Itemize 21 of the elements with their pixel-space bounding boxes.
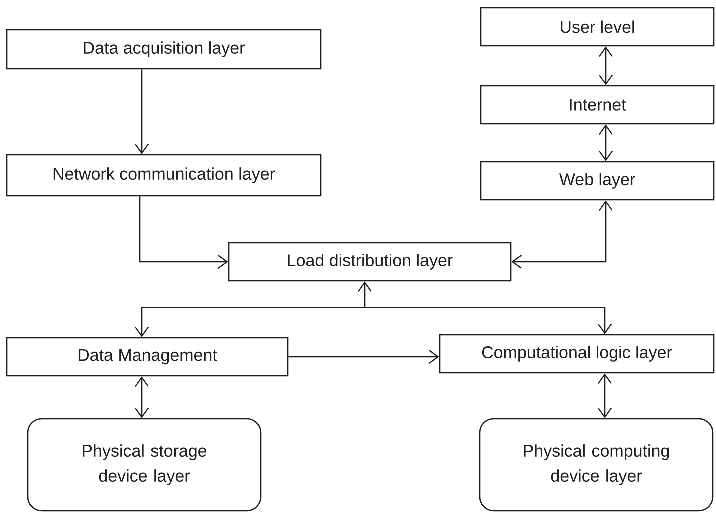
arrow [139,196,228,269]
connector-trunk [358,282,372,308]
double-headed-arrow [599,124,613,162]
double-headed-arrow [598,374,612,418]
process-box: Internet [480,85,715,125]
process-box: User level [480,7,715,47]
process-box: Load distribution layer [228,242,512,282]
process-box: Data acquisition layer [6,29,322,70]
double-headed-arrow [599,46,613,86]
arrow [288,350,440,364]
process-box: Web layer [480,161,715,201]
process-box: Computational logic layer [439,334,715,374]
double-headed-arrow [135,376,149,418]
arrow [135,70,149,154]
rounded-box: Physical storage device layer [27,418,262,512]
arrow [135,307,365,338]
process-box: Network communication layer [6,154,322,197]
rounded-box: Physical computing device layer [479,418,714,512]
double-headed-arrow [512,200,613,269]
process-box: Data Management [6,337,289,377]
arrow [365,307,612,334]
